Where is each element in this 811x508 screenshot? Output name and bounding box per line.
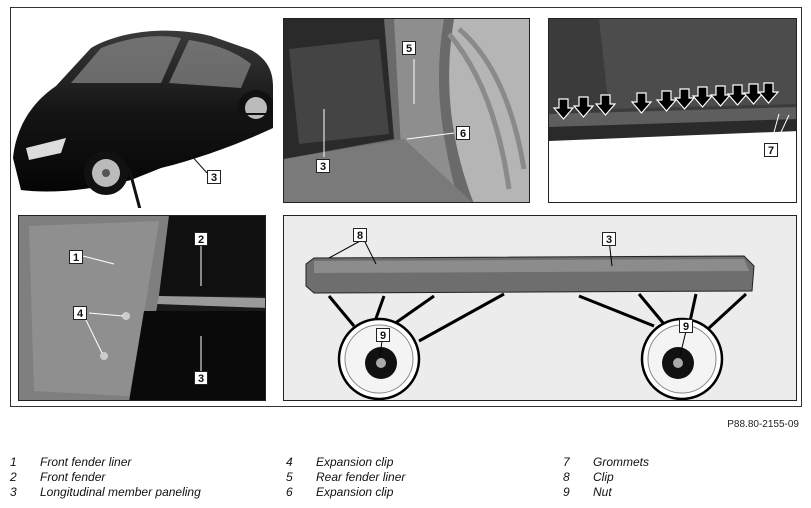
legend-item: 7 Grommets [563, 455, 803, 470]
legend-number: 4 [286, 455, 293, 469]
figure-reference-code: P88.80-2155-09 [727, 419, 799, 430]
callout-fender-1: 1 [69, 250, 83, 264]
legend-text: Clip [593, 470, 614, 484]
callout-detail-right-9: 9 [679, 319, 693, 333]
legend-number: 1 [10, 455, 17, 469]
legend-text: Longitudinal member paneling [40, 485, 201, 499]
legend-item: 6 Expansion clip [286, 485, 556, 500]
figure-frame: 3 5 6 3 [10, 7, 802, 407]
callout-wheel-3: 3 [316, 159, 330, 173]
front-fender-photo: 1 2 4 3 [18, 215, 266, 401]
callout-fender-4: 4 [73, 306, 87, 320]
legend-column-3: 7 Grommets 8 Clip 9 Nut [563, 455, 803, 500]
callout-sill-7: 7 [764, 143, 778, 157]
legend-item: 9 Nut [563, 485, 803, 500]
legend-item: 4 Expansion clip [286, 455, 556, 470]
callout-car-3: 3 [207, 170, 221, 184]
legend-number: 7 [563, 455, 570, 469]
legend-column-2: 4 Expansion clip 5 Rear fender liner 6 E… [286, 455, 556, 500]
paneling-diagram: 8 3 9 9 [283, 215, 797, 401]
callout-wheel-6: 6 [456, 126, 470, 140]
legend-text: Rear fender liner [316, 470, 406, 484]
legend-number: 5 [286, 470, 293, 484]
legend-item: 8 Clip [563, 470, 803, 485]
sill-arrows-photo: 7 [548, 18, 797, 203]
legend-number: 9 [563, 485, 570, 499]
legend-column-1: 1 Front fender liner 2 Front fender 3 Lo… [10, 455, 280, 500]
legend-text: Grommets [593, 455, 650, 469]
car-overview-photo: 3 [11, 8, 273, 208]
legend-item: 3 Longitudinal member paneling [10, 485, 280, 500]
callout-panel-3: 3 [602, 232, 616, 246]
legend-item: 2 Front fender [10, 470, 280, 485]
callout-panel-8: 8 [353, 228, 367, 242]
callout-wheel-5: 5 [402, 41, 416, 55]
callout-fender-3: 3 [194, 371, 208, 385]
rear-wheel-photo: 5 6 3 [283, 18, 530, 203]
legend-number: 3 [10, 485, 17, 499]
legend-number: 8 [563, 470, 570, 484]
legend-text: Expansion clip [316, 485, 394, 499]
callout-detail-left-9: 9 [376, 328, 390, 342]
legend-text: Front fender liner [40, 455, 132, 469]
legend-number: 2 [10, 470, 17, 484]
legend-item: 5 Rear fender liner [286, 470, 556, 485]
legend-text: Nut [593, 485, 612, 499]
legend-number: 6 [286, 485, 293, 499]
legend-text: Expansion clip [316, 455, 394, 469]
callout-fender-2: 2 [194, 232, 208, 246]
legend-text: Front fender [40, 470, 106, 484]
legend-item: 1 Front fender liner [10, 455, 280, 470]
